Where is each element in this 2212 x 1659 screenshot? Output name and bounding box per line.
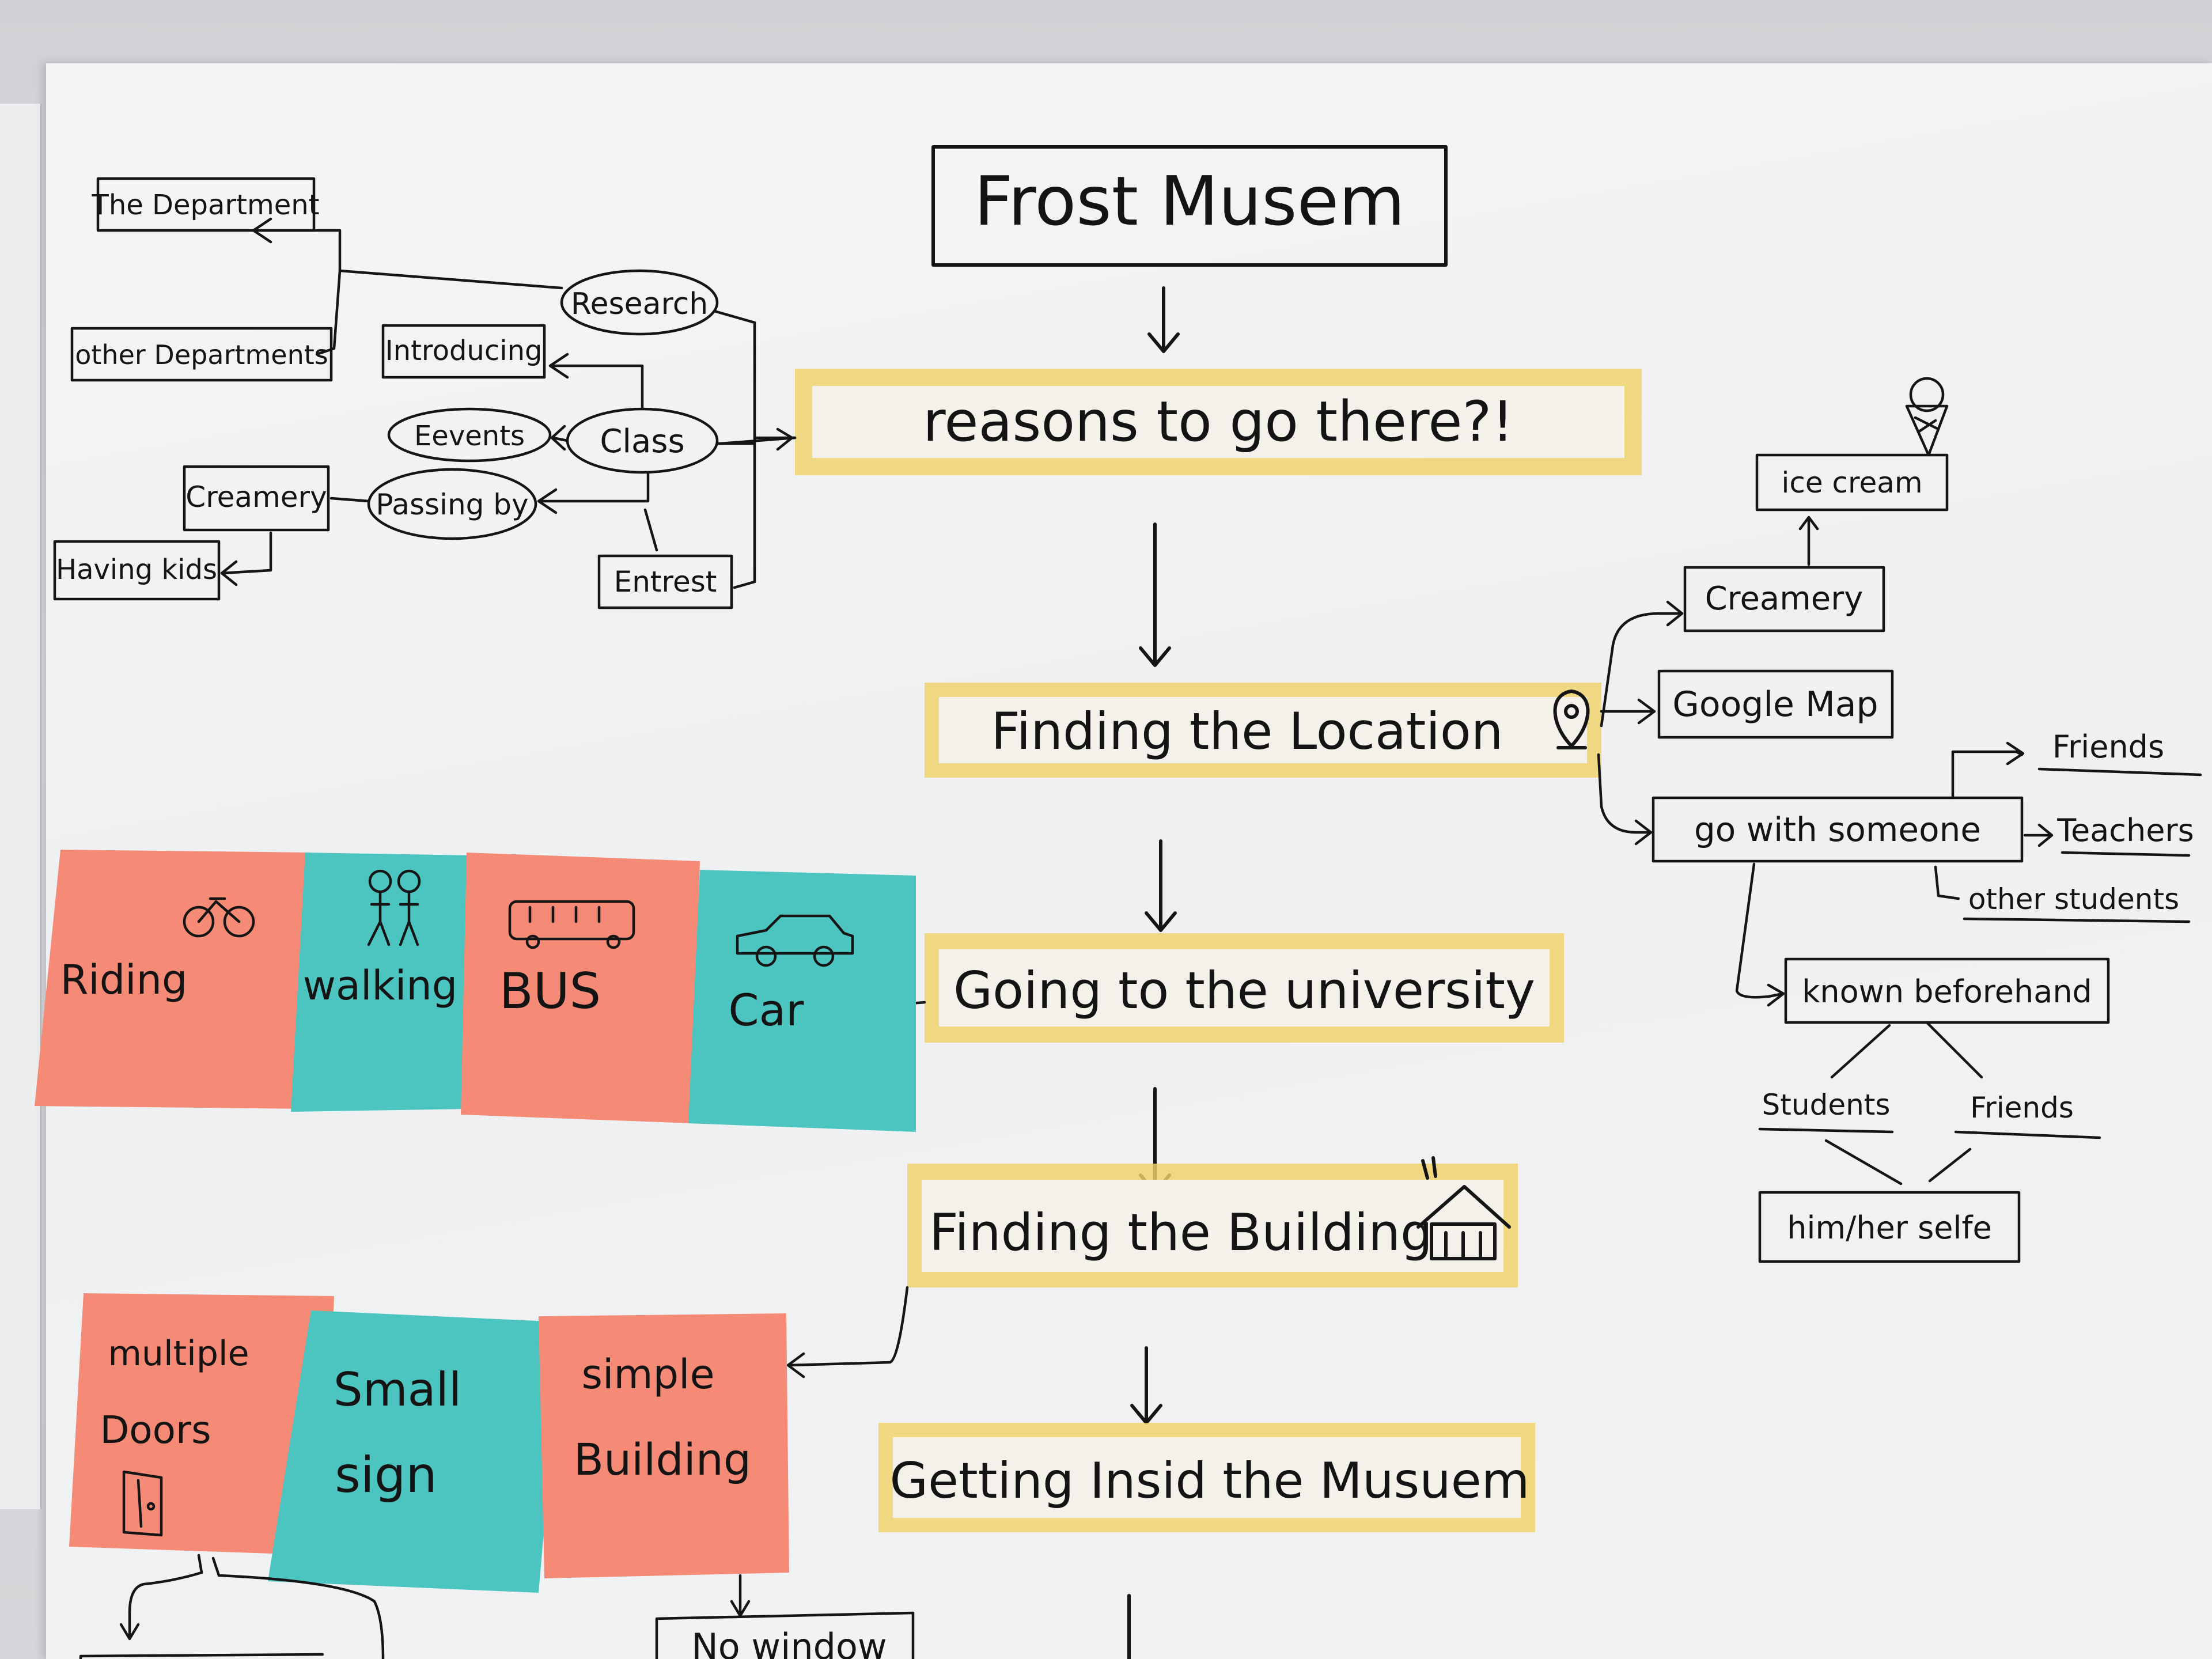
node-teachers[interactable]: Teachers <box>2056 812 2194 857</box>
bicycle-icon <box>183 897 255 938</box>
sticky-note-bus[interactable]: BUS <box>461 853 700 1123</box>
label-small-sign-1: Small <box>334 1363 461 1416</box>
building-notes: multiple Doors Small sign simple Buildin… <box>69 1286 915 1659</box>
label-students: Students <box>1762 1088 1891 1122</box>
label-introducing: Introducing <box>385 335 543 367</box>
adjacent-sheet <box>0 104 41 1509</box>
label-himherself: him/her selfe <box>1787 1210 1991 1246</box>
sticky-note-riding[interactable]: Riding <box>35 850 311 1109</box>
sticky-note-walking[interactable]: walking <box>291 853 472 1112</box>
label-riding: Riding <box>60 956 188 1003</box>
flow-node-reasons[interactable]: reasons to go there?! <box>795 369 1642 475</box>
label-go-with-someone: go with someone <box>1694 810 1981 849</box>
label-multiple-doors-1: multiple <box>108 1334 249 1374</box>
label-creamery-left: Creamery <box>185 480 327 514</box>
node-entrest[interactable]: Entrest <box>597 554 733 609</box>
node-introducing[interactable]: Introducing <box>381 324 546 379</box>
node-known-beforehand[interactable]: known beforehand <box>1784 957 2110 1024</box>
node-the-department[interactable]: The Department <box>92 177 320 232</box>
sticky-note-car[interactable]: Car <box>688 870 916 1132</box>
label-entrest: Entrest <box>614 565 717 599</box>
label-walking: walking <box>303 962 457 1009</box>
page-title: Frost Musem <box>974 161 1405 241</box>
node-creamery-right[interactable]: Creamery <box>1683 566 1885 632</box>
node-go-with-someone[interactable]: go with someone <box>1652 796 2024 863</box>
flow-label-location: Finding the Location <box>991 702 1503 761</box>
transport-notes: Riding walking BUS <box>35 850 926 1132</box>
flow-label-university: Going to the university <box>953 961 1535 1020</box>
label-friends-top: Friends <box>2052 729 2164 765</box>
ice-cream-icon <box>1905 377 1949 457</box>
sticky-note-simple-building[interactable]: simple Building <box>539 1313 789 1578</box>
node-passing-by[interactable]: Passing by <box>367 468 537 540</box>
node-himherself[interactable]: him/her selfe <box>1758 1191 2021 1263</box>
node-friends-bottom[interactable]: Friends <box>1954 1091 2101 1139</box>
node-ice-cream[interactable]: ice cream <box>1755 453 1949 512</box>
flow-label-reasons: reasons to go there?! <box>923 389 1514 454</box>
flow-node-university[interactable]: Going to the university <box>925 933 1564 1043</box>
flow-node-location[interactable]: Finding the Location <box>925 683 1601 778</box>
node-google-map[interactable]: Google Map <box>1657 669 1894 739</box>
node-other-departments[interactable]: other Departments <box>70 327 333 382</box>
label-other-departments: other Departments <box>75 339 328 370</box>
door-icon <box>122 1470 163 1537</box>
label-the-department: The Department <box>92 189 320 221</box>
walking-people-icon <box>367 869 421 946</box>
house-icon <box>1416 1156 1511 1260</box>
label-car: Car <box>729 984 805 1036</box>
label-teachers: Teachers <box>2056 812 2194 849</box>
flow-label-inside: Getting Insid the Musuem <box>890 1452 1530 1510</box>
node-events[interactable]: Eevents <box>387 407 552 463</box>
sticky-note-small-sign[interactable]: Small sign <box>268 1310 562 1593</box>
label-class: Class <box>600 423 684 460</box>
node-having-kids[interactable]: Having kids <box>53 540 221 601</box>
label-having-kids: Having kids <box>56 554 217 586</box>
label-events: Eevents <box>414 420 525 452</box>
sticky-note-multiple-doors[interactable]: multiple Doors <box>69 1293 334 1555</box>
label-no-window: No window <box>691 1626 887 1659</box>
label-other-students: other students <box>1968 882 2179 916</box>
node-students[interactable]: Students <box>1758 1088 1894 1134</box>
car-icon <box>736 914 854 967</box>
label-passing-by: Passing by <box>376 488 528 521</box>
node-creamery-left[interactable]: Creamery <box>183 465 330 532</box>
node-friends-top[interactable]: Friends <box>2037 729 2202 777</box>
flow-node-building[interactable]: Finding the Building <box>907 1156 1518 1287</box>
label-known-beforehand: known beforehand <box>1802 974 2092 1010</box>
label-small-sign-2: sign <box>335 1446 437 1504</box>
label-simple-building-1: simple <box>581 1351 714 1398</box>
flow-node-inside[interactable]: Getting Insid the Musuem <box>878 1423 1535 1532</box>
node-research[interactable]: Research <box>560 269 719 336</box>
node-class[interactable]: Class <box>566 407 719 474</box>
location-pin-icon <box>1553 690 1590 749</box>
node-other-students[interactable]: other students <box>1963 882 2191 923</box>
title-node[interactable]: Frost Musem <box>931 145 1448 267</box>
label-creamery-right: Creamery <box>1705 580 1863 618</box>
label-google-map: Google Map <box>1672 684 1878 725</box>
label-simple-building-2: Building <box>574 1434 751 1485</box>
label-research: Research <box>571 287 709 321</box>
label-multiple-doors-2: Doors <box>100 1408 211 1452</box>
node-no-window[interactable]: No window <box>655 1611 915 1659</box>
label-friends-bottom: Friends <box>1970 1091 2074 1124</box>
flow-label-building: Finding the Building <box>929 1203 1433 1262</box>
label-ice-cream: ice cream <box>1781 466 1922 499</box>
label-bus: BUS <box>499 963 601 1020</box>
location-branch: ice cream Creamery Google Map go with so… <box>1597 377 2202 1263</box>
bus-icon <box>508 900 635 949</box>
reasons-branch: Research The Department other Department… <box>53 177 797 609</box>
